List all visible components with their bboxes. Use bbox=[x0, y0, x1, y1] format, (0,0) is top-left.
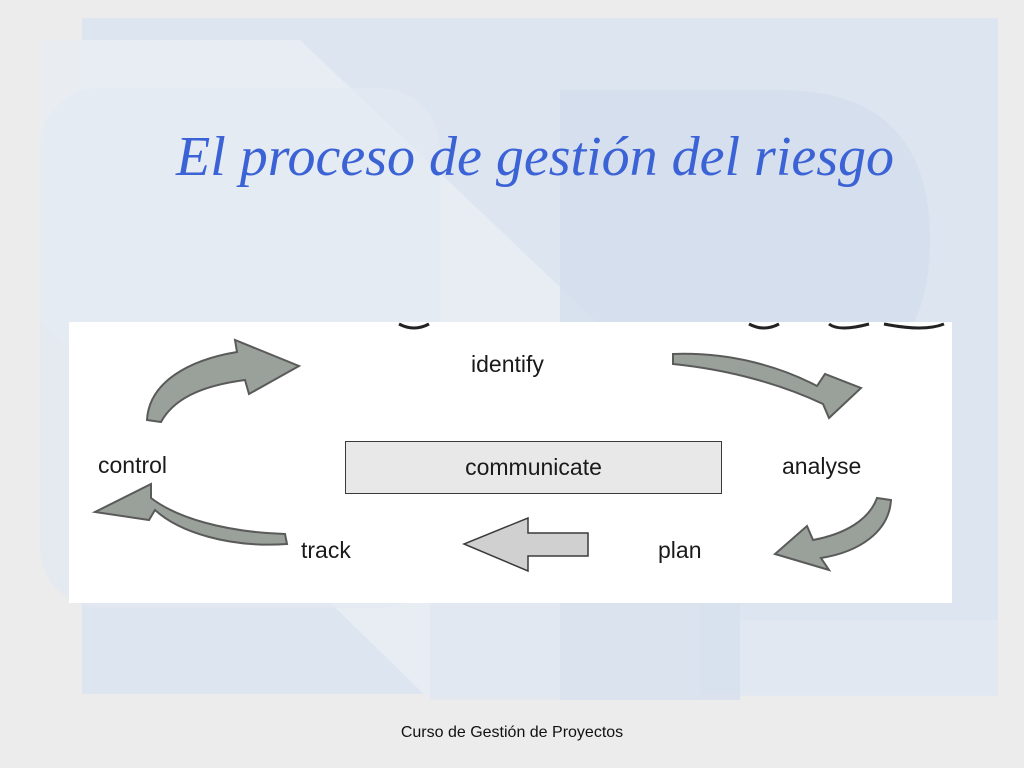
node-analyse: analyse bbox=[782, 453, 862, 479]
arrow-plan-to-track bbox=[462, 516, 589, 573]
node-control: control bbox=[98, 452, 168, 478]
node-track: track bbox=[301, 537, 351, 563]
communicate-label: communicate bbox=[465, 454, 602, 480]
arrow-identify-to-analyse bbox=[672, 352, 863, 420]
slide-title: El proceso de gestión del riesgo bbox=[176, 126, 895, 188]
risk-process-diagram: identify analyse plan track control comm… bbox=[69, 322, 952, 603]
arrow-track-to-control bbox=[91, 482, 289, 546]
communicate-box: communicate bbox=[345, 441, 722, 494]
node-identify: identify bbox=[471, 351, 544, 377]
arrow-analyse-to-plan bbox=[772, 496, 893, 572]
cycle-arrows bbox=[91, 322, 945, 573]
slide-footer: Curso de Gestión de Proyectos bbox=[400, 724, 624, 741]
node-plan: plan bbox=[658, 537, 702, 563]
arrow-control-to-identify bbox=[145, 338, 302, 424]
